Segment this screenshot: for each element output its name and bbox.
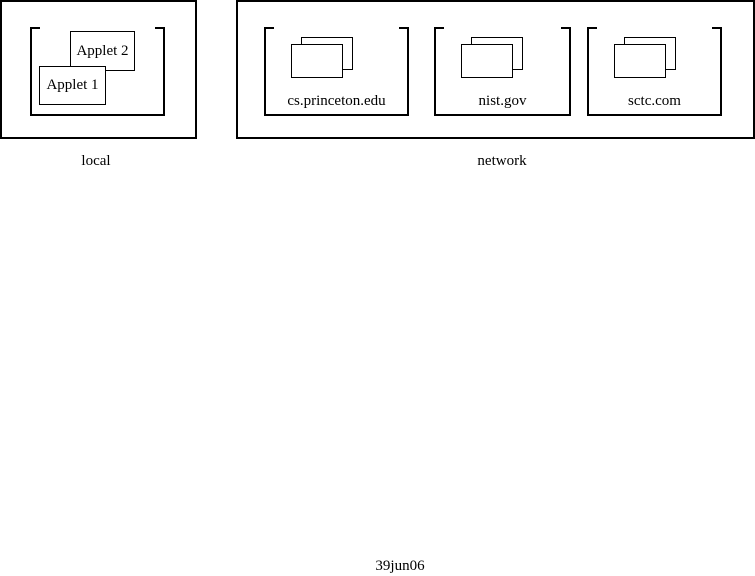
host-bracket-sctc (587, 27, 722, 116)
host-bracket-nist (434, 27, 571, 116)
host-label-sctc: sctc.com (628, 93, 681, 109)
local-sandbox-bracket (30, 27, 165, 116)
local-frame (0, 0, 197, 139)
applet-2-window[interactable]: Applet 2 (70, 31, 135, 71)
network-frame (236, 0, 755, 139)
host-label-nist: nist.gov (478, 93, 527, 109)
applet-1-window[interactable]: Applet 1 (39, 66, 106, 105)
footer-date: 39jun06 (375, 558, 425, 574)
host-window-front (461, 44, 513, 78)
network-caption: network (477, 153, 527, 169)
host-label-princeton: cs.princeton.edu (287, 93, 386, 109)
host-bracket-princeton (264, 27, 409, 116)
host-window-front (291, 44, 343, 78)
host-window-front (614, 44, 666, 78)
local-caption: local (81, 153, 111, 169)
